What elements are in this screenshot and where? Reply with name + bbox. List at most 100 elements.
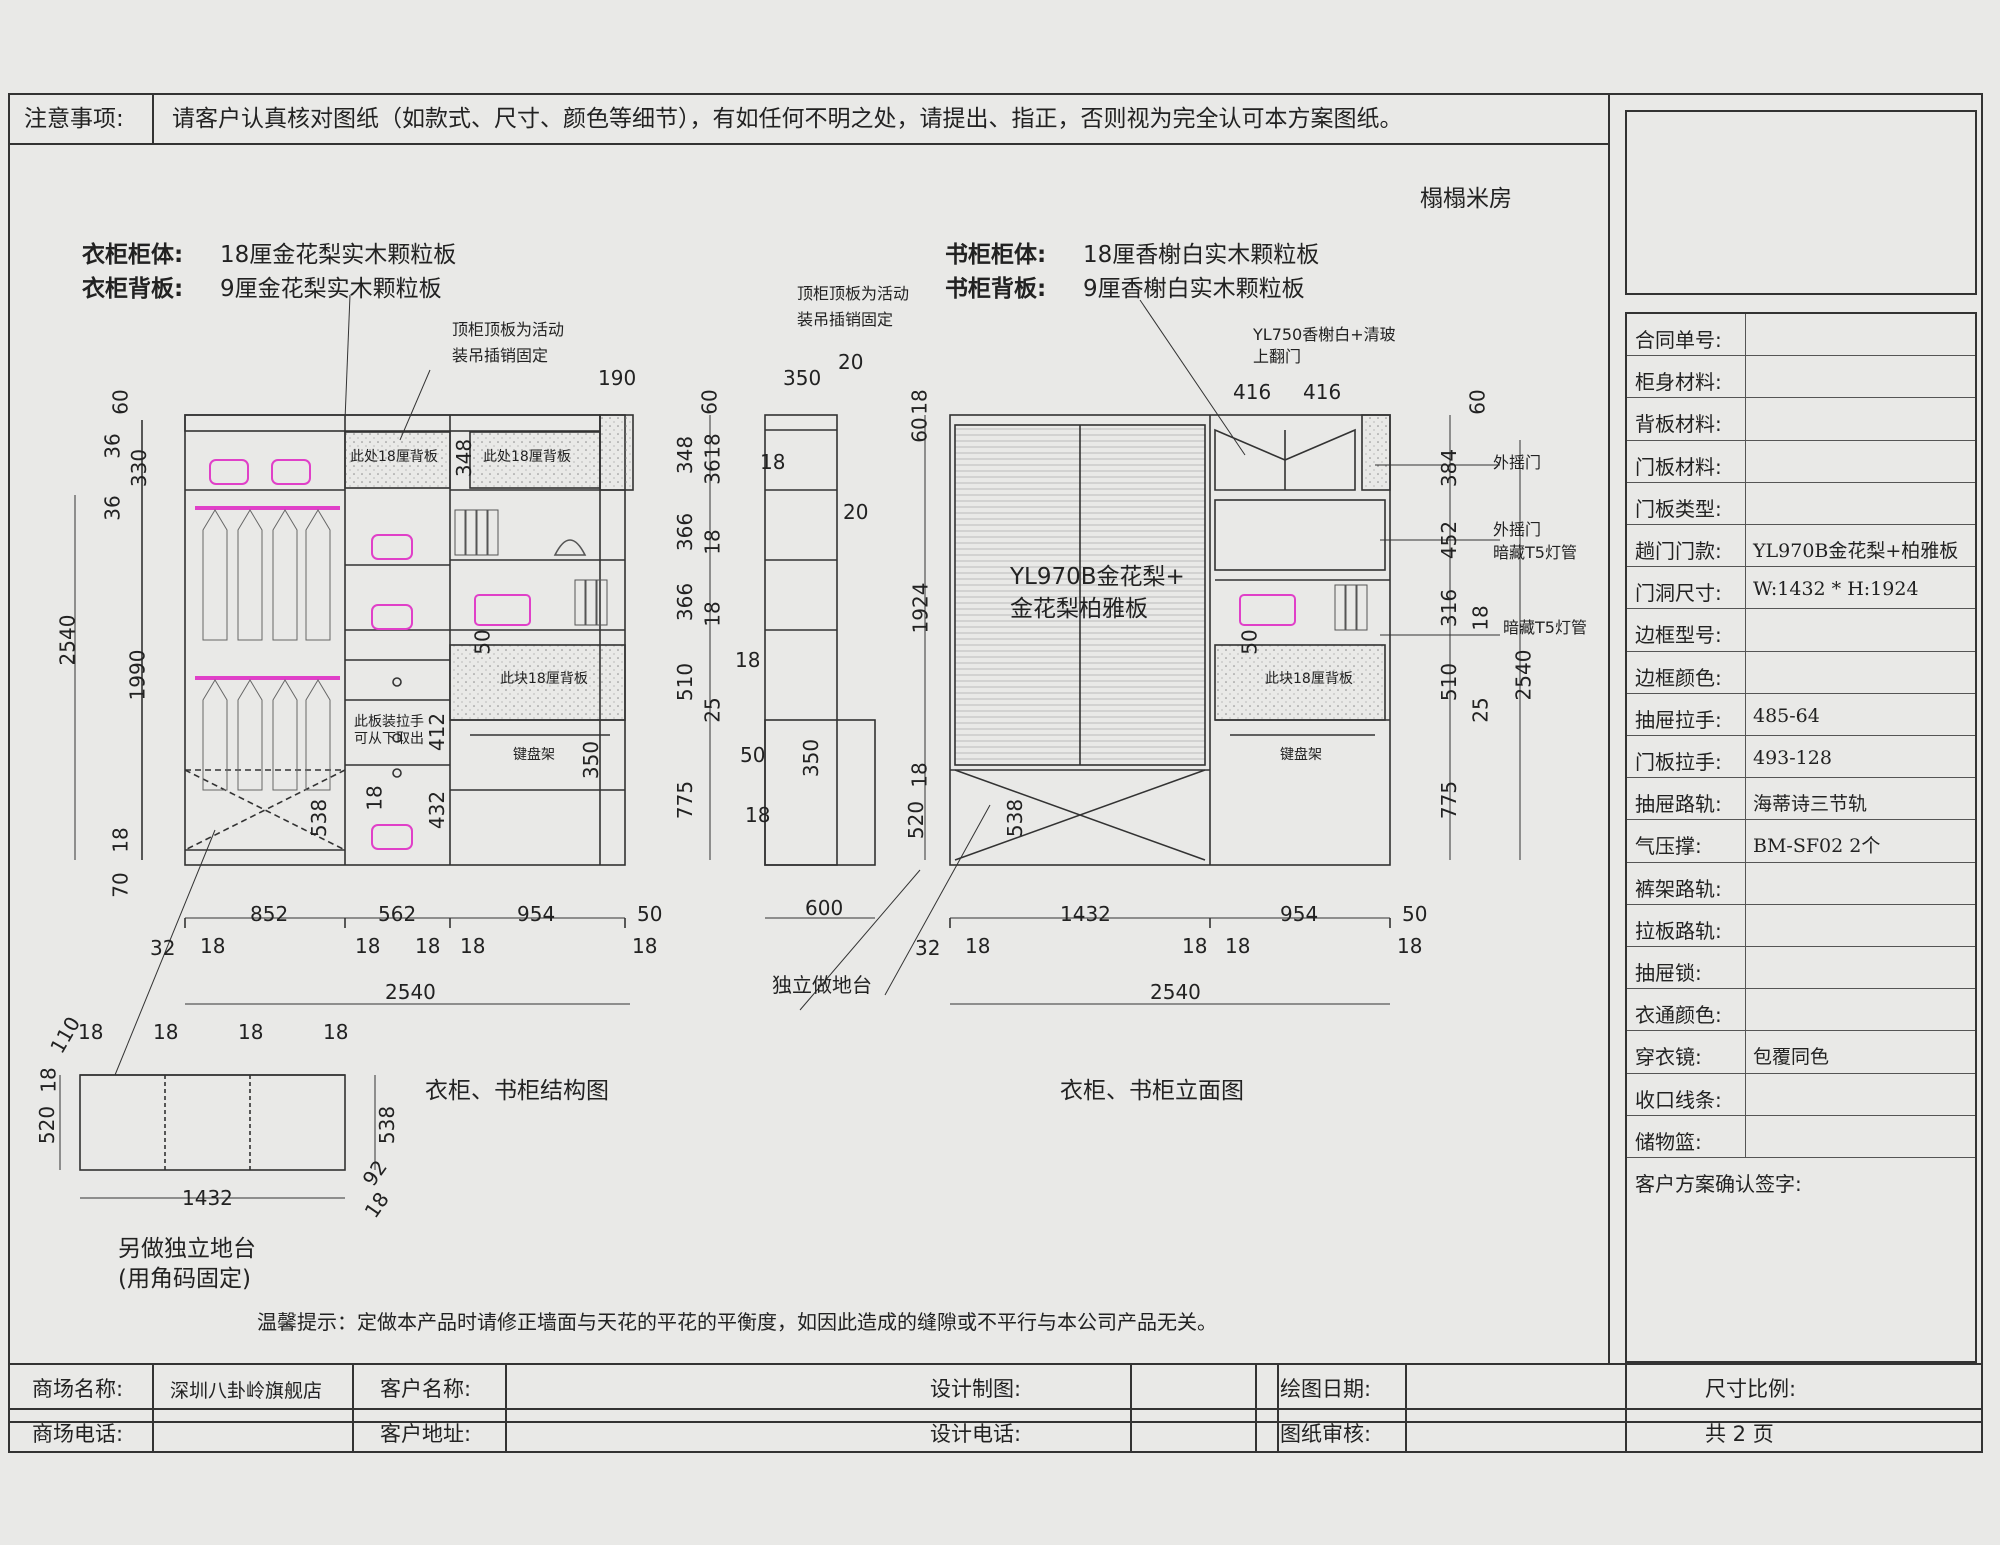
notice-divider: [152, 93, 154, 143]
spec-row: 储物篮:: [1627, 1115, 1975, 1158]
spec-row-label: 合同单号:: [1635, 328, 1722, 352]
spec-row-label: 抽屉锁:: [1635, 961, 1702, 985]
spec-row-label: 抽屉路轨:: [1635, 792, 1722, 817]
top-panel-note-1: 顶柜顶板为活动: [452, 320, 565, 339]
spec-row-divider: [1745, 356, 1746, 398]
spec-row-label: 拉板路轨:: [1635, 918, 1722, 943]
side-dim-r60: 60: [697, 389, 722, 415]
bookcase-back-label: 书柜背板:: [945, 276, 1047, 302]
dim-total-structure: 2540: [385, 980, 436, 1004]
spec-row-value: YL970B金花梨+柏雅板: [1753, 540, 1959, 562]
spec-row-divider: [1745, 820, 1746, 862]
spec-row-value: 海蒂诗三节轨: [1753, 793, 1868, 816]
spec-row: 抽屉路轨: 海蒂诗三节轨: [1627, 778, 1975, 821]
dim-18b: 18: [355, 934, 381, 958]
store-name-value: 深圳八卦岭旗舰店: [170, 1380, 323, 1402]
dim-1990: 1990: [125, 649, 150, 701]
footer-col-5: [1255, 1363, 1257, 1453]
dim-18c: 18: [415, 934, 441, 958]
plat-dim-18e: 18: [36, 1067, 61, 1093]
design-phone-label: 设计电话:: [930, 1422, 1022, 1446]
spec-row-label: 储物篮:: [1635, 1129, 1702, 1154]
wardrobe-back-value: 9厘金花梨实木颗粒板: [220, 276, 442, 302]
spec-row-divider: [1745, 398, 1746, 440]
dim-36a: 36: [100, 433, 125, 459]
spec-row: 穿衣镜:包覆同色: [1627, 1031, 1975, 1074]
elev-dim-r2540: 2540: [1511, 649, 1536, 701]
spec-row: 门洞尺寸:W:1432 * H:1924: [1627, 567, 1975, 610]
dim-18d: 18: [460, 934, 486, 958]
top-panel-note-2: 装吊插销固定: [452, 346, 549, 365]
spec-row-divider: [1745, 440, 1746, 482]
side-view-outline: [764, 414, 838, 866]
outer-door-note-a: 外摇门: [1493, 453, 1542, 472]
elev-dim-i538: 538: [1003, 798, 1028, 838]
dim-50: 50: [637, 902, 663, 926]
spec-row-divider: [1745, 525, 1746, 567]
spec-row-divider: [1745, 778, 1746, 820]
designer-label: 设计制图:: [930, 1377, 1022, 1401]
elev-dim-l18: 18: [907, 389, 932, 415]
dim-i350: 350: [579, 740, 604, 780]
elev-dim-18a: 18: [965, 934, 991, 958]
flip-door-note-2: 上翻门: [1253, 347, 1302, 366]
spec-row-divider: [1745, 482, 1746, 524]
scale-label: 尺寸比例:: [1705, 1377, 1797, 1401]
footer-col-1: [152, 1363, 154, 1453]
room-name: 榻榻米房: [1420, 186, 1512, 212]
elev-dim-18d: 18: [1397, 934, 1423, 958]
side-top-note-2: 装吊插销固定: [797, 310, 894, 329]
dim-i432: 432: [425, 790, 450, 830]
outer-door-note-b: 外摇门: [1493, 520, 1542, 539]
draw-date-label: 绘图日期:: [1280, 1377, 1372, 1401]
side-dim-20a: 20: [838, 350, 864, 374]
led-note-a: 暗藏T5灯管: [1493, 543, 1577, 562]
footer-col-7: [1405, 1363, 1407, 1453]
elev-dim-50: 50: [1402, 902, 1428, 926]
spec-row: 拉板路轨:: [1627, 904, 1975, 947]
elev-dim-18c: 18: [1225, 934, 1251, 958]
spec-row-label: 收口线条:: [1635, 1087, 1722, 1112]
plat-dim-18d: 18: [323, 1020, 349, 1044]
elev-dim-r60: 60: [1465, 389, 1490, 415]
spec-row-label: 趟门门款:: [1635, 539, 1722, 563]
dim-32: 32: [150, 936, 176, 960]
dim-190: 190: [598, 366, 637, 390]
spec-row: 门板拉手:493-128: [1627, 736, 1975, 779]
plat-dim-18a: 18: [78, 1020, 104, 1044]
side-dim-r348: 348: [673, 435, 698, 475]
spec-row-divider: [1745, 947, 1746, 989]
side-dim-600: 600: [805, 896, 844, 920]
spec-table: 合同单号:柜身材料:背板材料:门板材料:门板类型:趟门门款:YL970B金花梨+…: [1625, 312, 1977, 1363]
footer-col-2: [352, 1363, 354, 1453]
spec-row-label: 背板材料:: [1635, 412, 1722, 437]
keyboard-note-b: 键盘架: [1280, 747, 1322, 763]
spec-row: 气压撑:BM-SF02 2个: [1627, 820, 1975, 863]
store-phone-label: 商场电话:: [32, 1422, 124, 1446]
footer-col-3: [505, 1363, 507, 1453]
sliding-door-note-1: YL970B金花梨+: [1010, 564, 1185, 590]
spec-row-label: 边框型号:: [1635, 623, 1722, 648]
signature-label: 客户方案确认签字:: [1635, 1172, 1802, 1196]
separate-platform-note-1: 另做独立地台: [118, 1236, 256, 1262]
elev-dim-l18b: 18: [907, 762, 932, 788]
side-dim-r775: 775: [673, 780, 698, 820]
store-name-label: 商场名称:: [32, 1377, 124, 1401]
dim-36b: 36: [100, 495, 125, 521]
dim-60: 60: [108, 389, 133, 415]
elev-dim-r25: 25: [1468, 697, 1493, 723]
spec-row-label: 气压撑:: [1635, 834, 1702, 859]
notice-bottom-line: [8, 143, 1608, 145]
separate-platform-note-2: (用角码固定): [118, 1266, 251, 1292]
spec-row-label: 门板材料:: [1635, 454, 1722, 479]
spec-row-label: 门洞尺寸:: [1635, 581, 1722, 606]
dim-562: 562: [378, 902, 417, 926]
elev-dim-r775: 775: [1437, 780, 1462, 820]
spec-row-divider: [1745, 1115, 1746, 1157]
spec-row: 柜身材料:: [1627, 356, 1975, 399]
spec-row: 趟门门款: YL970B金花梨+柏雅板: [1627, 525, 1975, 568]
elev-dim-l60: 60: [907, 417, 932, 443]
side-dim-18c: 18: [745, 803, 771, 827]
spec-row-label: 抽屉拉手:: [1635, 707, 1722, 732]
caption-structure: 衣柜、书柜结构图: [425, 1078, 609, 1104]
